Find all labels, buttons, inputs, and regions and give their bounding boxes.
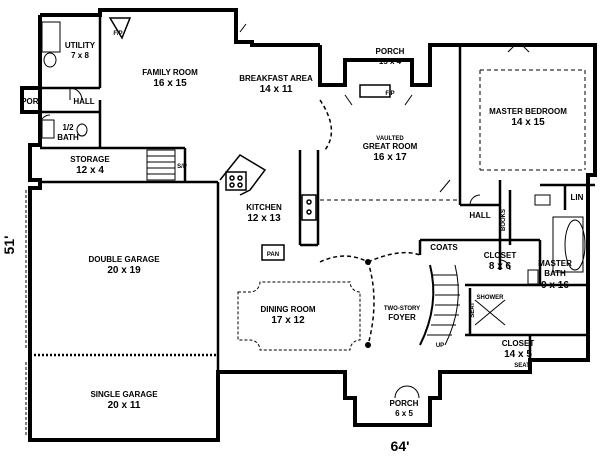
dining-room-size: 17 x 12 (271, 315, 305, 326)
sp-label: S/P (177, 164, 187, 170)
interior-walls (30, 10, 595, 372)
master-bedroom-name: MASTER BEDROOM (489, 107, 567, 116)
great-room-name: GREAT ROOM (363, 142, 418, 151)
depth-dimension: 51' (1, 236, 17, 255)
closet2-size: 14 x 5 (504, 349, 532, 360)
linen-label: LIN (571, 193, 584, 202)
half-bath-line2: BATH (57, 133, 79, 142)
foyer-curve-left (319, 255, 375, 346)
master-bath-line1: MASTER (538, 259, 572, 268)
master-bath-size: 9 x 16 (541, 280, 569, 291)
hall-right-name: HALL (469, 211, 490, 220)
seat-vertical-label: SEAT (470, 302, 476, 318)
great-room-size: 16 x 17 (373, 152, 407, 163)
books-label: BOOKS (501, 209, 507, 231)
fireplaces (108, 17, 391, 98)
master-bath-line2: BATH (544, 269, 566, 278)
pantry-label: PAN (267, 252, 279, 258)
shower-label: SHOWER (477, 295, 505, 301)
utility-size: 7 x 8 (71, 51, 89, 60)
garage-door-marks (25, 190, 31, 435)
single-garage-size: 20 x 11 (108, 400, 141, 411)
porch-top-name: PORCH (376, 47, 405, 56)
family-room-name: FAMILY ROOM (142, 68, 198, 77)
hall-left-name: HALL (73, 97, 94, 106)
breakfast-size: 14 x 11 (260, 84, 293, 95)
porch-bottom-name: PORCH (390, 399, 419, 408)
master-bedroom-size: 14 x 15 (511, 117, 545, 128)
double-garage-size: 20 x 19 (107, 265, 141, 276)
breakfast-bay-curve (319, 99, 333, 151)
storage-stairs (146, 149, 176, 181)
por-name: POR. (21, 97, 41, 106)
foyer-curve-right (367, 251, 421, 263)
stair-up-label: UP (436, 343, 444, 349)
dashed-lines (320, 69, 586, 201)
porch-bottom-size: 6 x 5 (395, 409, 413, 418)
porch-top-size: 15 x 4 (379, 57, 402, 66)
dining-ceiling-outline (237, 281, 361, 351)
coats-label: COATS (430, 243, 458, 252)
storage-size: 12 x 4 (76, 165, 104, 176)
closet2-name: CLOSET (502, 339, 535, 348)
single-garage-name: SINGLE GARAGE (90, 390, 158, 399)
double-garage-name: DOUBLE GARAGE (88, 255, 160, 264)
seat-horizontal-label: SEAT (514, 363, 530, 369)
family-room-size: 16 x 15 (153, 78, 187, 89)
kitchen-size: 12 x 13 (247, 213, 281, 224)
column (365, 259, 371, 265)
kitchen-name: KITCHEN (246, 203, 282, 212)
dining-room-name: DINING ROOM (260, 305, 315, 314)
kitchen-counters (219, 154, 317, 261)
column (365, 342, 371, 348)
fireplace-great-label: F/P (385, 91, 394, 97)
closet1-name: CLOSET (484, 251, 517, 260)
half-bath-line1: 1/2 (62, 123, 74, 132)
width-dimension: 64' (391, 438, 410, 454)
fireplace-family-label: F/P (113, 31, 122, 37)
foyer-name: FOYER (388, 313, 416, 322)
bath-fixtures (41, 21, 586, 326)
staircase (419, 264, 460, 346)
utility-name: UTILITY (65, 41, 96, 50)
breakfast-name: BREAKFAST AREA (239, 74, 313, 83)
storage-name: STORAGE (70, 155, 110, 164)
vaulted-label: VAULTED (376, 136, 404, 142)
two-story-label: TWO-STORY (384, 306, 420, 312)
closet1-size: 8 x 6 (489, 261, 512, 272)
door-swings (39, 23, 530, 399)
